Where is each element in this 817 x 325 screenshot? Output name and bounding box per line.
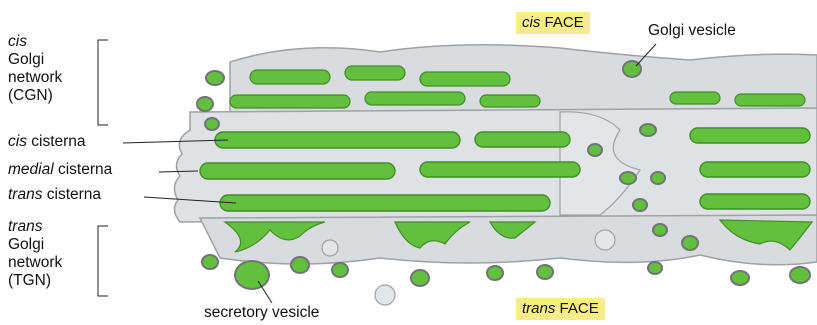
cis-cisterna-label: cis cisterna [8,133,86,151]
medial-cisterna-italic: medial [8,161,54,178]
cis-face-label: cis FACE [516,12,590,34]
cgn-label-line2: Golgi [8,51,62,69]
medial-cisterna-label: medial cisterna [8,161,112,179]
tgn-label-line1: trans [8,218,62,236]
cisternae-lumens [200,128,810,211]
tgn-label: trans Golgi network (TGN) [8,218,62,290]
secretory-vesicle-shape [235,261,269,289]
tgn-label-line2: Golgi [8,236,62,254]
cis-face-italic: cis [522,14,540,31]
tgn-label-line3: network [8,254,62,272]
tgn-label-line4: (TGN) [8,272,62,290]
cis-cisterna-text: cisterna [27,133,86,150]
cis-cisterna-italic: cis [8,133,27,150]
cgn-label-line1: cis [8,33,62,51]
golgi-vesicle-label: Golgi vesicle [648,22,736,40]
cgn-label: cis Golgi network (CGN) [8,33,62,105]
tgn-bracket [98,226,108,296]
medial-cisterna-text: cisterna [54,161,113,178]
secretory-vesicle-label: secretory vesicle [204,304,319,322]
trans-cisterna-text: cisterna [42,186,101,203]
cgn-label-line4: (CGN) [8,87,62,105]
trans-face-label: trans FACE [516,298,605,320]
medial-cisterna-lumen [200,163,395,179]
cis-face-text: FACE [540,14,583,31]
trans-face-italic: trans [522,300,555,317]
trans-face-text: FACE [555,300,598,317]
cgn-label-line3: network [8,69,62,87]
cgn-bracket [98,40,108,125]
trans-cisterna-label: trans cisterna [8,186,101,204]
trans-cisterna-italic: trans [8,186,42,203]
cis-cisterna-lumen [215,132,460,148]
trans-cisterna-lumen [220,195,550,211]
